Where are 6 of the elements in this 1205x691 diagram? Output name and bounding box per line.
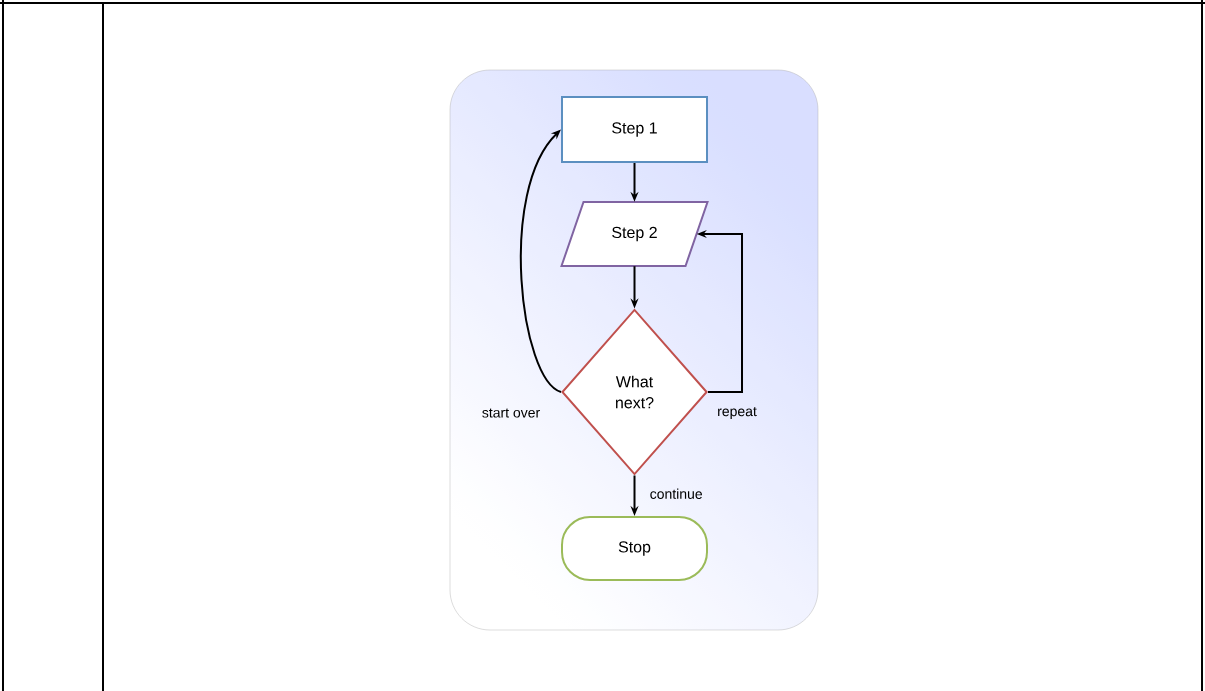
edge-label: repeat xyxy=(718,407,757,419)
terminator-box: Stop xyxy=(561,516,708,581)
process-box: Step 1 xyxy=(561,96,708,163)
edge-label: start over xyxy=(482,408,540,418)
data-parallelogram: Step 2 xyxy=(560,201,709,267)
edge-label: continue xyxy=(650,488,702,499)
